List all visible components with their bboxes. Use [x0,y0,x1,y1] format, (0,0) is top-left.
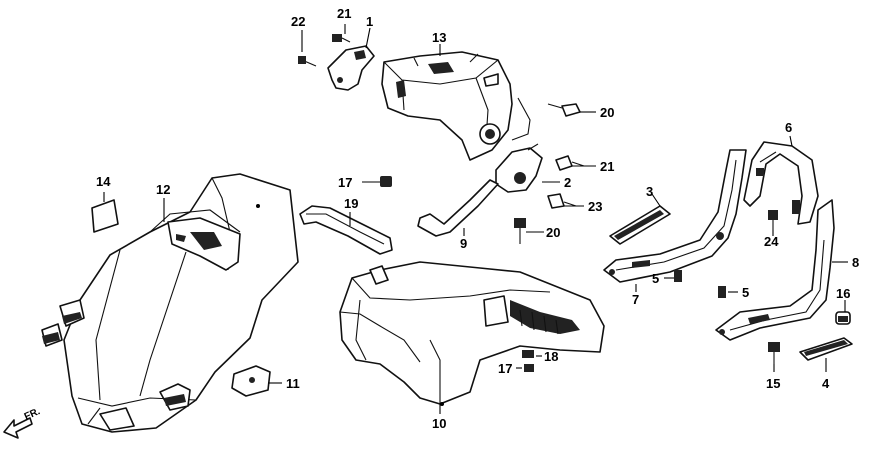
callout-5-left: 5 [652,271,659,286]
callout-7: 7 [632,292,639,307]
callout-17-bottom: 17 [498,361,512,376]
callout-11: 11 [286,376,300,391]
inner-fender-part [339,261,605,406]
callout-23: 23 [588,199,602,214]
callout-1: 1 [366,14,373,29]
rear-fender-part [41,173,299,433]
callout-19: 19 [344,196,358,211]
callout-10: 10 [432,416,446,431]
mount-plate-part [495,143,543,193]
seat-bracket-part [381,51,531,161]
callout-12: 12 [156,182,170,197]
callout-24: 24 [764,234,779,249]
bolt-part [514,218,526,244]
grommet-part [522,350,534,372]
callout-21-top: 21 [337,6,351,21]
bolt-part [298,56,317,67]
callout-21-mid: 21 [600,159,614,174]
callout-15: 15 [766,376,780,391]
bolt-part [768,210,778,230]
trim-strip-part [799,337,853,361]
callout-22: 22 [291,14,305,29]
grab-rail-left-part [603,149,747,283]
callout-20-mid: 20 [546,225,560,240]
grab-rail-right-part [715,199,835,341]
clip-part [718,286,726,298]
grab-bar-part [743,141,819,225]
clip-part [674,270,682,282]
callout-5-right: 5 [742,285,749,300]
callout-8: 8 [852,255,859,270]
bolt-part [547,103,581,117]
callout-2: 2 [564,175,571,190]
clip-part [231,365,271,397]
bolt-part [768,342,780,364]
callout-3: 3 [646,184,653,199]
callout-20-top: 20 [600,105,614,120]
callout-labels: 22 21 1 13 20 21 2 23 20 9 17 19 12 14 1… [96,6,859,431]
screw-part [332,34,351,43]
callout-17-top: 17 [338,175,352,190]
front-direction-label: FR. [23,406,42,423]
bracket-part [327,45,375,91]
callout-14: 14 [96,174,111,189]
cap-part [835,311,851,325]
callout-13: 13 [432,30,446,45]
callout-16: 16 [836,286,850,301]
callout-4: 4 [822,376,830,391]
callout-6: 6 [785,120,792,135]
rod-part [417,179,499,237]
bolt-part [555,155,585,171]
trim-strip-part [609,205,671,245]
fender-stay-part [299,205,393,255]
leader-lines [103,24,848,414]
callout-9: 9 [460,236,467,251]
label-plate-part [91,199,119,233]
callout-18: 18 [544,349,558,364]
front-direction-arrow: FR. [3,406,42,439]
grommet-part [380,176,392,187]
